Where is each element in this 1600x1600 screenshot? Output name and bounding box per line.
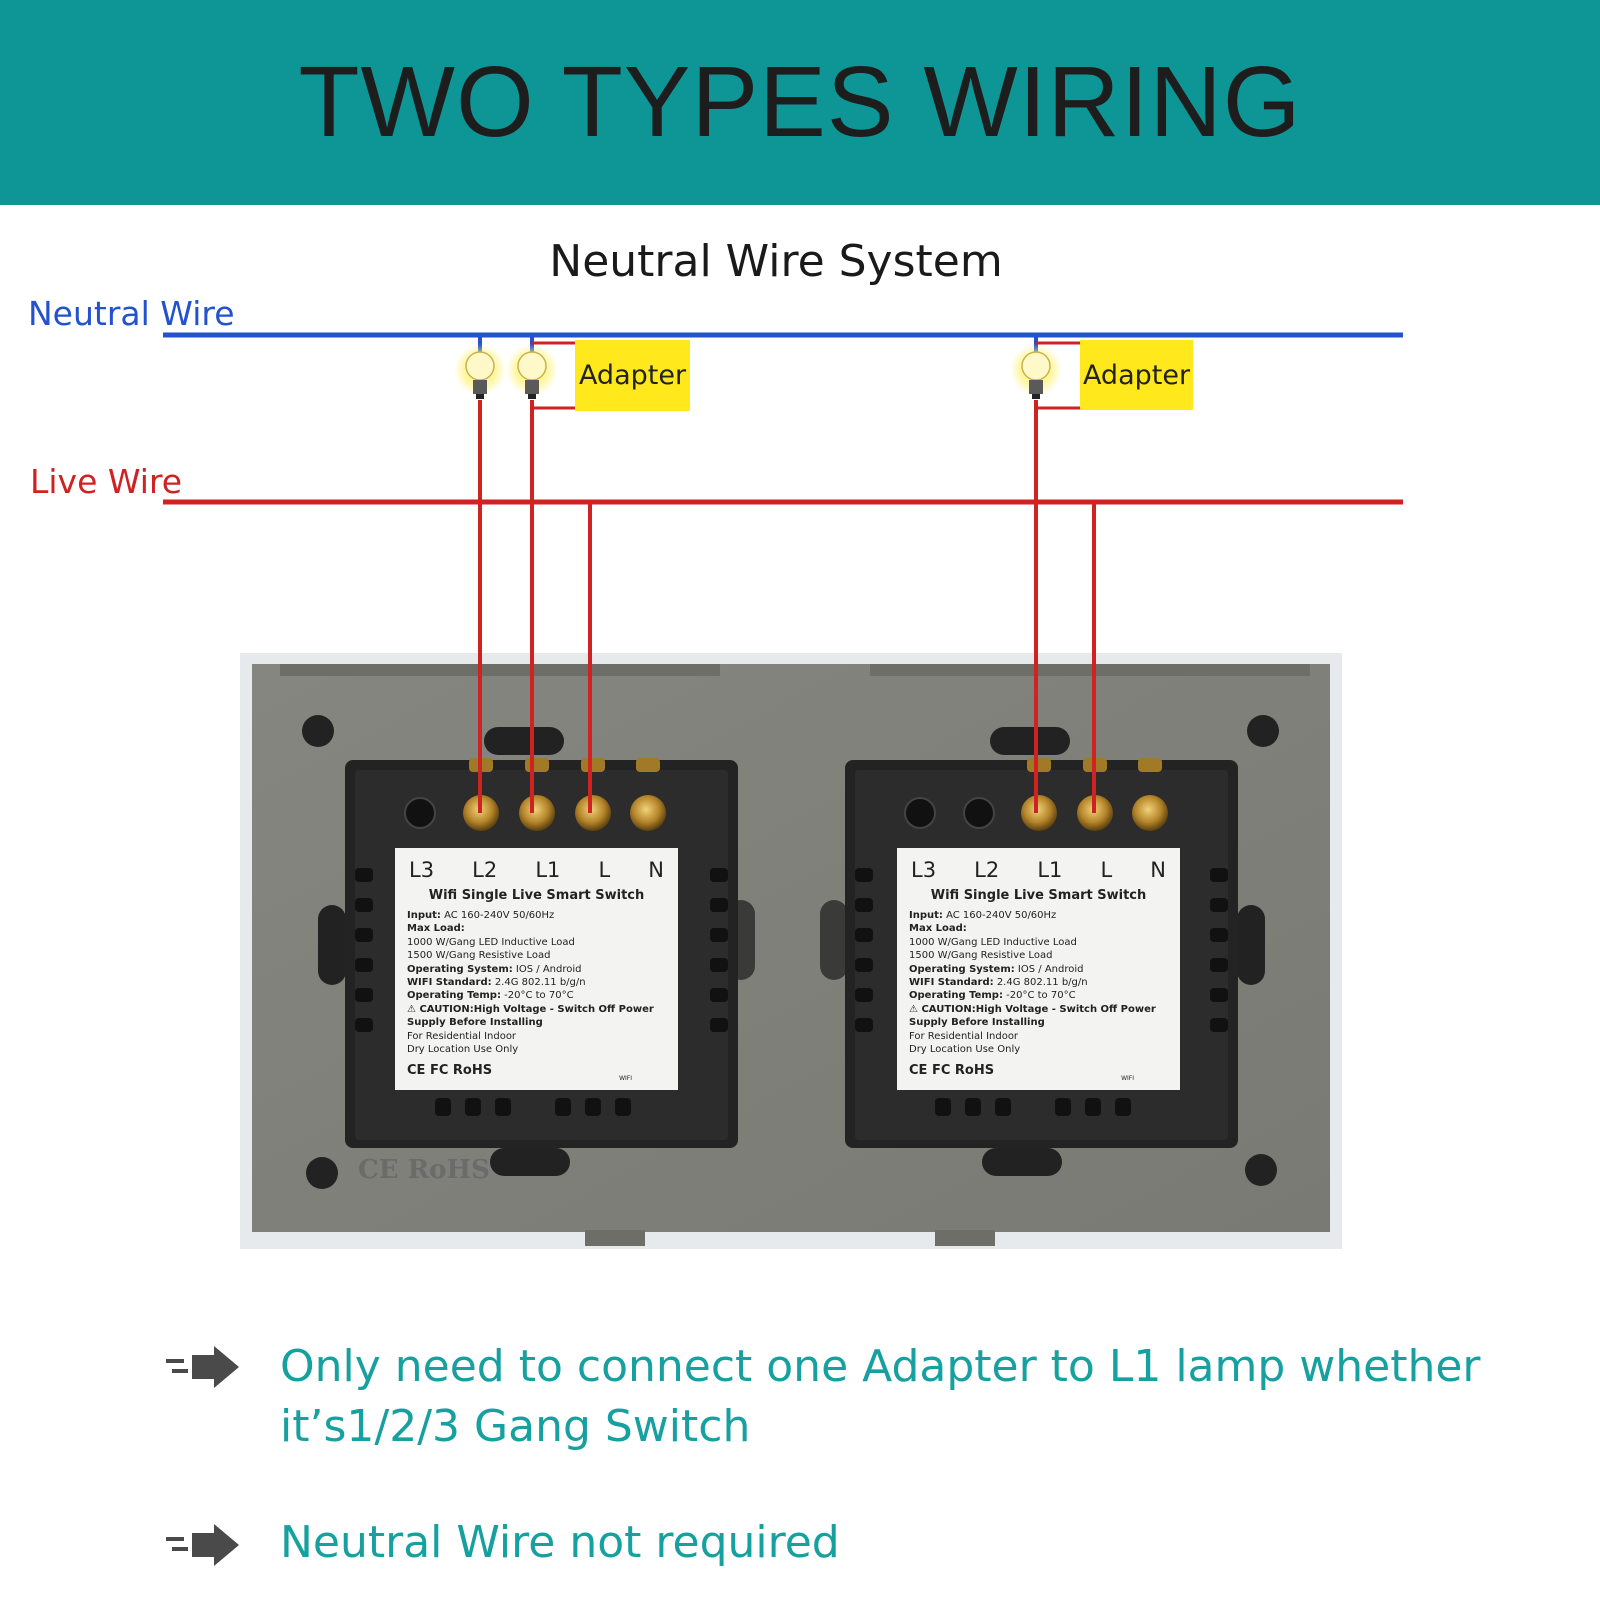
adapter-box-2: Adapter [1080,340,1193,410]
cert-marks: CE FC RoHS [909,1063,995,1078]
wifi-caption: WIFI [1121,1075,1134,1082]
arrow-icon [166,1346,239,1388]
note-neutral: Neutral Wire not required [280,1517,840,1568]
spec-lines: Input: AC 160-240V 50/60Hz Max Load: 100… [909,910,1156,1056]
terminals-module-1 [404,758,666,831]
page-title: TWO TYPES WIRING [298,46,1302,158]
plate-cert-mark: CE RoHS [358,1155,490,1185]
adapter-box-1: Adapter [575,340,690,411]
diagram-subtitle: Neutral Wire System [549,236,1003,287]
note-adapter: Only need to connect one Adapter to L1 l… [280,1341,1481,1452]
lamp-icon [454,344,506,399]
lamp-icon [506,344,558,399]
lamp-icon [1010,344,1062,399]
terminals-module-2 [904,758,1168,831]
cert-marks: CE FC RoHS [407,1063,493,1078]
header-banner: TWO TYPES WIRING [0,0,1600,205]
wifi-caption: WIFI [619,1075,632,1082]
spec-title: Wifi Single Live Smart Switch [428,888,645,903]
arrow-icon [166,1524,239,1566]
live-wire-label: Live Wire [30,462,183,501]
neutral-wire-label: Neutral Wire [28,294,235,333]
spec-title: Wifi Single Live Smart Switch [930,888,1147,903]
spec-lines: Input: AC 160-240V 50/60Hz Max Load: 100… [407,910,654,1056]
